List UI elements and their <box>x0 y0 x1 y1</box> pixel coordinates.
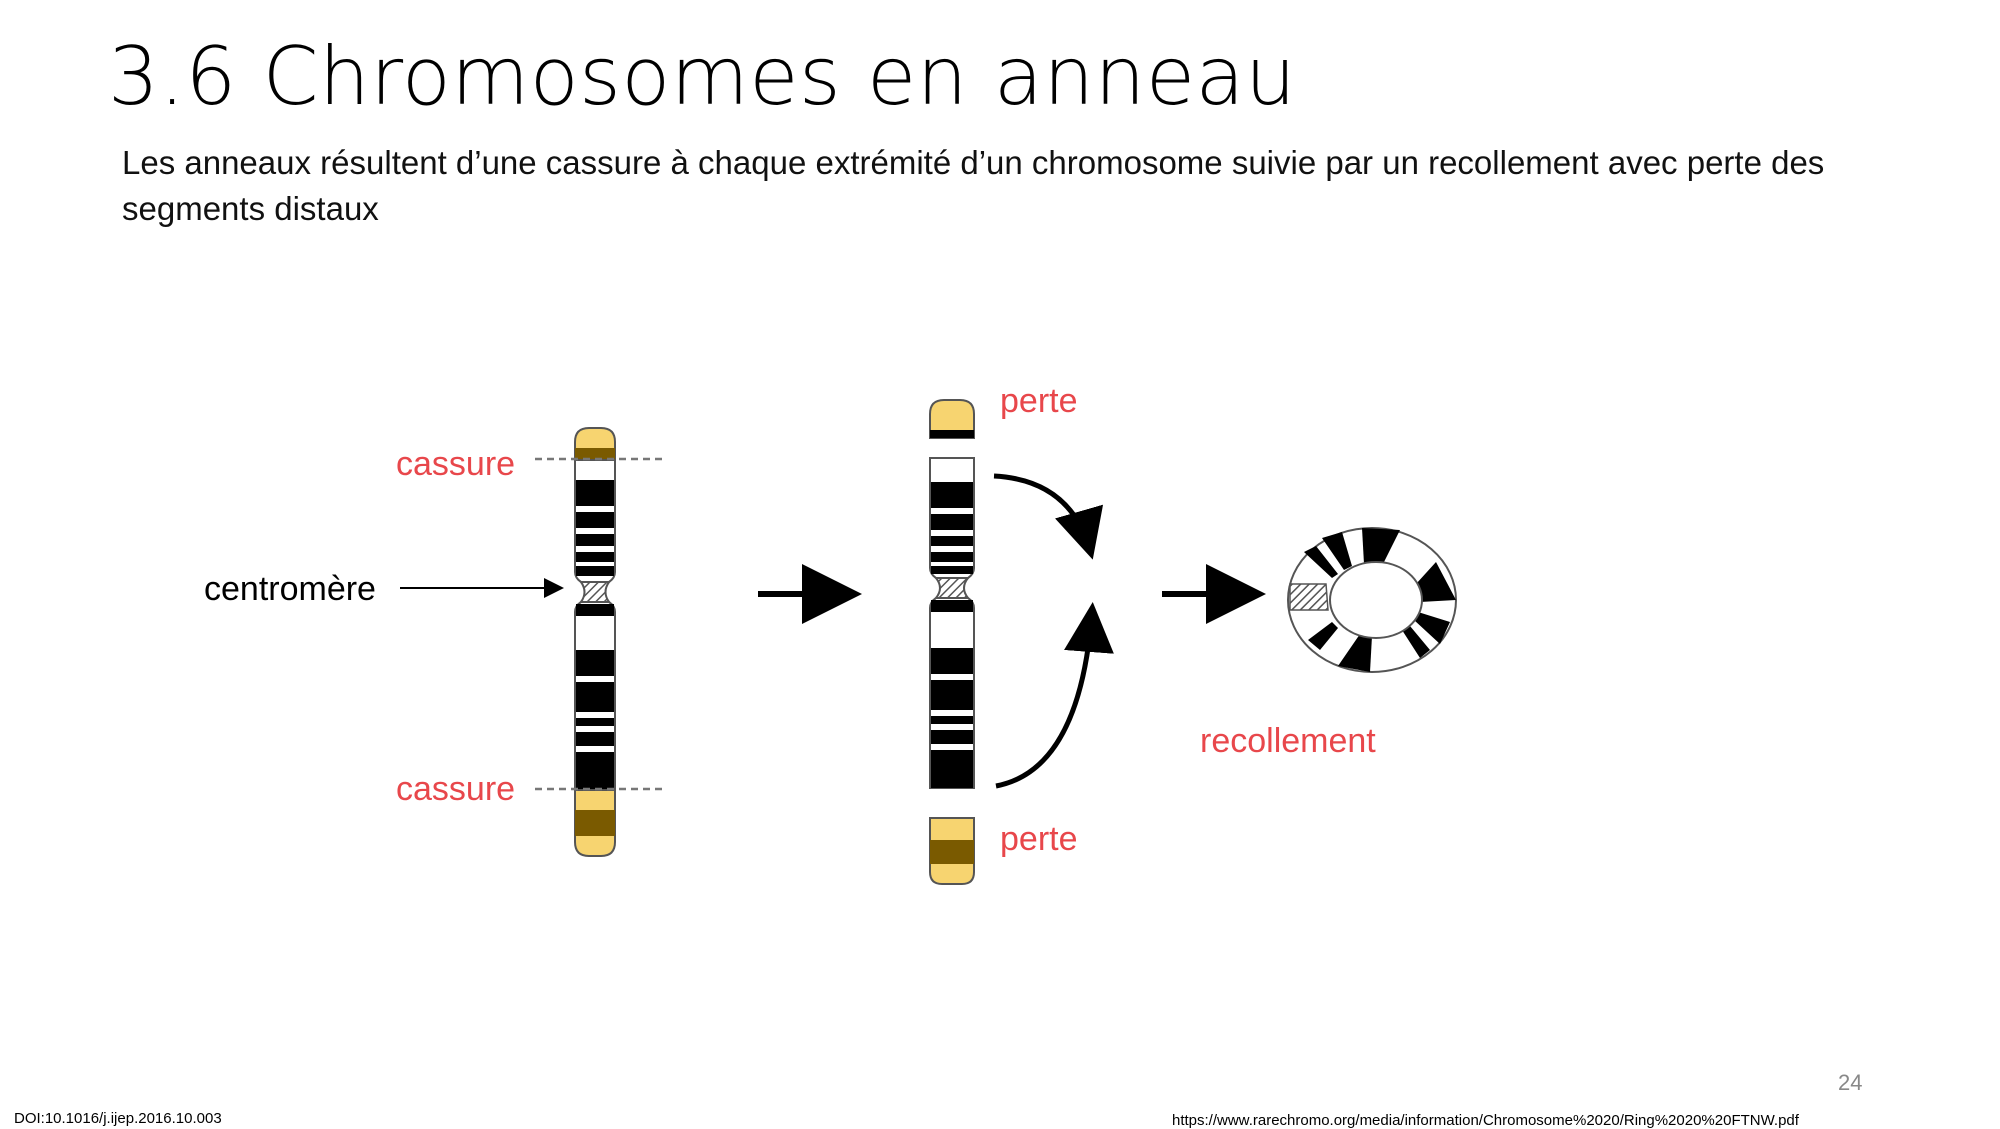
ring-chromosome <box>1287 527 1457 673</box>
slide-title: 3.6 Chromosomes en anneau <box>108 30 1297 123</box>
label-cassure-top: cassure <box>396 445 515 483</box>
rejoin-arrow-bottom <box>995 602 1114 789</box>
slide-subtitle: Les anneaux résultent d’une cassure à ch… <box>122 144 1825 227</box>
chromosome-broken <box>929 399 975 885</box>
doi-reference: DOI:10.1016/j.ijep.2016.10.003 <box>14 1110 222 1127</box>
label-recollement: recollement <box>1200 722 1376 760</box>
label-cassure-bottom: cassure <box>396 770 515 808</box>
label-centromere: centromère <box>204 570 376 608</box>
source-url-reference: https://www.rarechromo.org/media/informa… <box>1172 1112 1799 1129</box>
label-perte-bottom: perte <box>1000 820 1078 858</box>
rejoin-arrow-top <box>993 473 1104 560</box>
label-perte-top: perte <box>1000 382 1078 420</box>
page-number: 24 <box>1838 1070 1863 1095</box>
chromosome-original <box>574 427 616 857</box>
